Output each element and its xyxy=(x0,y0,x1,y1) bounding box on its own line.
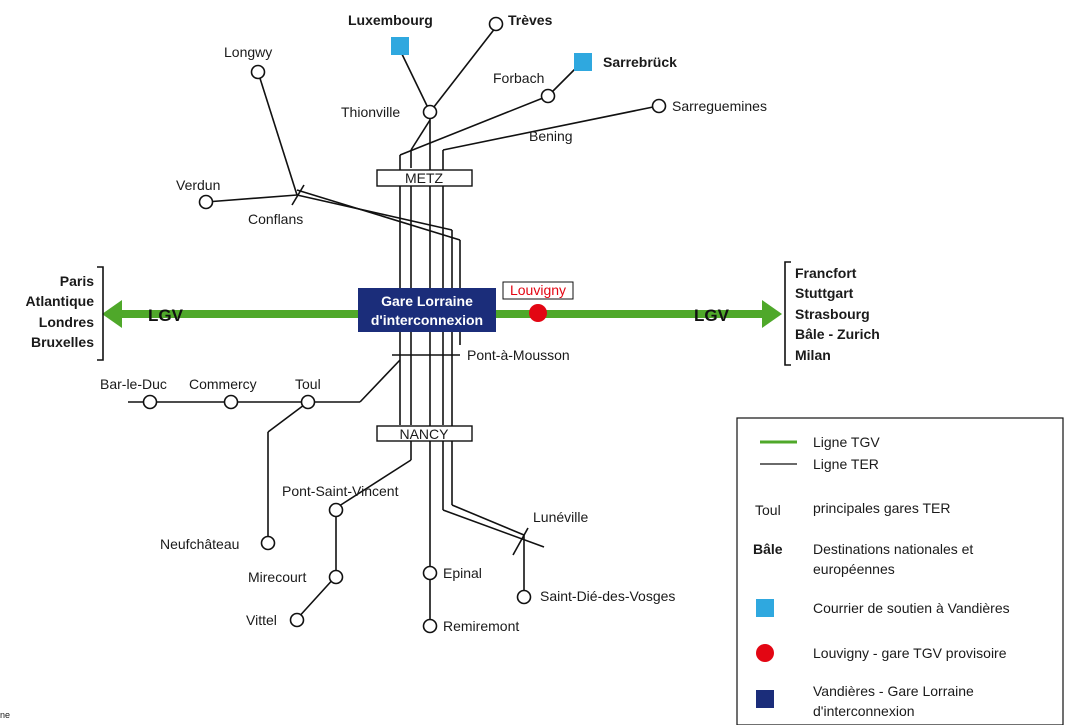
label-commercy: Commercy xyxy=(189,376,257,392)
label-bar-le-duc: Bar-le-Duc xyxy=(100,376,167,392)
label-saint-die: Saint-Dié-des-Vosges xyxy=(540,588,675,604)
nancy-hub: NANCY xyxy=(376,425,473,442)
label-pont-a-mousson: Pont-à-Mousson xyxy=(467,347,570,363)
legend-louvigny-label: Louvigny - gare TGV provisoire xyxy=(813,645,1007,661)
label-thionville: Thionville xyxy=(341,104,400,120)
dest-milan: Milan xyxy=(795,347,831,363)
dest-stuttgart: Stuttgart xyxy=(795,285,854,301)
louvigny-station: Louvigny xyxy=(502,281,574,322)
legend-louvigny-swatch xyxy=(756,644,774,662)
luxembourg-marker xyxy=(391,37,409,55)
label-verdun: Verdun xyxy=(176,177,220,193)
label-forbach: Forbach xyxy=(493,70,544,86)
metz-label: METZ xyxy=(405,170,444,186)
legend-vandieres-label-2: d'interconnexion xyxy=(813,703,915,719)
legend-bale-desc-1: Destinations nationales et xyxy=(813,541,973,557)
label-pont-saint-vincent: Pont-Saint-Vincent xyxy=(282,483,399,499)
west-destinations: Paris Atlantique Londres Bruxelles xyxy=(26,266,104,361)
legend-box xyxy=(736,417,1064,725)
label-luneville: Lunéville xyxy=(533,509,588,525)
label-longwy: Longwy xyxy=(224,44,272,60)
ter-lines xyxy=(128,26,659,621)
label-vittel: Vittel xyxy=(246,612,277,628)
gare-lorraine-label-1: Gare Lorraine xyxy=(381,293,473,309)
legend-toul-desc: principales gares TER xyxy=(813,500,950,516)
corner-text: ne xyxy=(0,710,10,720)
legend-vandieres-swatch xyxy=(756,690,774,708)
metz-hub: METZ xyxy=(376,169,473,187)
legend: Ligne TGV Ligne TER Toul principales gar… xyxy=(736,417,1064,725)
lgv-right-label: LGV xyxy=(694,306,730,325)
louvigny-marker xyxy=(529,304,547,322)
label-mirecourt: Mirecourt xyxy=(248,569,306,585)
label-conflans: Conflans xyxy=(248,211,303,227)
lgv-left-label: LGV xyxy=(148,306,184,325)
station-labels: Luxembourg Trèves Sarrebrück Longwy Thio… xyxy=(100,12,767,634)
label-neufchateau: Neufchâteau xyxy=(160,536,239,552)
label-epinal: Epinal xyxy=(443,565,482,581)
louvigny-label: Louvigny xyxy=(510,282,566,298)
legend-bale-key: Bâle xyxy=(753,541,783,557)
gare-lorraine-label-2: d'interconnexion xyxy=(371,312,483,328)
legend-ter-label: Ligne TER xyxy=(813,456,879,472)
legend-vandieres-label-1: Vandières - Gare Lorraine xyxy=(813,683,974,699)
east-destinations: Francfort Stuttgart Strasbourg Bâle - Zu… xyxy=(784,261,880,366)
dest-strasbourg: Strasbourg xyxy=(795,306,870,322)
nancy-label: NANCY xyxy=(399,426,449,442)
label-sarrebruck: Sarrebrück xyxy=(603,54,677,70)
station-markers xyxy=(142,16,667,634)
label-treves: Trèves xyxy=(508,12,553,28)
label-sarreguemines: Sarreguemines xyxy=(672,98,767,114)
dest-bale-zurich: Bâle - Zurich xyxy=(795,326,880,342)
label-remiremont: Remiremont xyxy=(443,618,519,634)
dest-paris: Paris xyxy=(60,273,94,289)
legend-tgv-label: Ligne TGV xyxy=(813,434,880,450)
legend-courrier-swatch xyxy=(756,599,774,617)
gare-lorraine-hub: Gare Lorraine d'interconnexion xyxy=(358,288,496,332)
dest-londres: Londres xyxy=(39,314,94,330)
dest-bruxelles: Bruxelles xyxy=(31,334,94,350)
legend-toul-key: Toul xyxy=(755,502,781,518)
legend-courrier-label: Courrier de soutien à Vandières xyxy=(813,600,1010,616)
legend-bale-desc-2: européennes xyxy=(813,561,895,577)
dest-atlantique: Atlantique xyxy=(26,293,95,309)
sarrebruck-marker xyxy=(574,53,592,71)
label-luxembourg: Luxembourg xyxy=(348,12,433,28)
label-bening: Bening xyxy=(529,128,573,144)
dest-francfort: Francfort xyxy=(795,265,857,281)
label-toul: Toul xyxy=(295,376,321,392)
